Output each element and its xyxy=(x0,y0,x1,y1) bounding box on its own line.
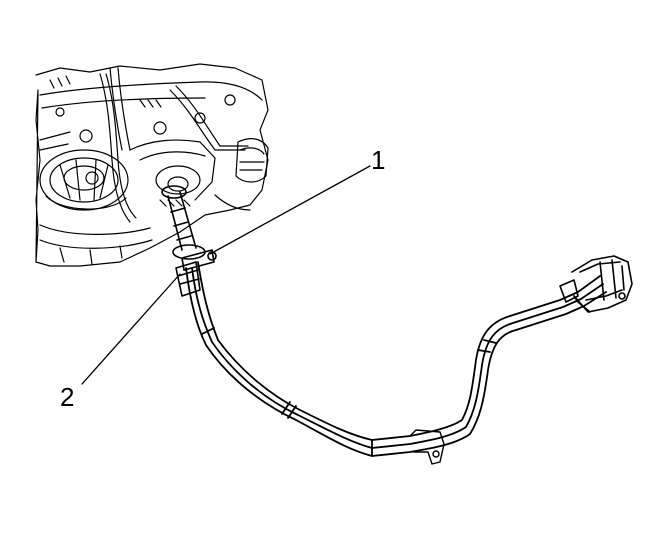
fuel-tank-assembly xyxy=(35,63,269,267)
callout-2-label: 2 xyxy=(60,382,75,412)
callout-1-leader xyxy=(209,165,371,255)
filler-housing xyxy=(559,255,633,313)
callout-2-leader xyxy=(81,273,181,385)
fuel-fill-pipe xyxy=(185,261,607,457)
callout-1-label: 1 xyxy=(371,145,386,175)
pipe-mounting-bracket xyxy=(409,429,445,465)
filler-neck xyxy=(161,185,217,297)
